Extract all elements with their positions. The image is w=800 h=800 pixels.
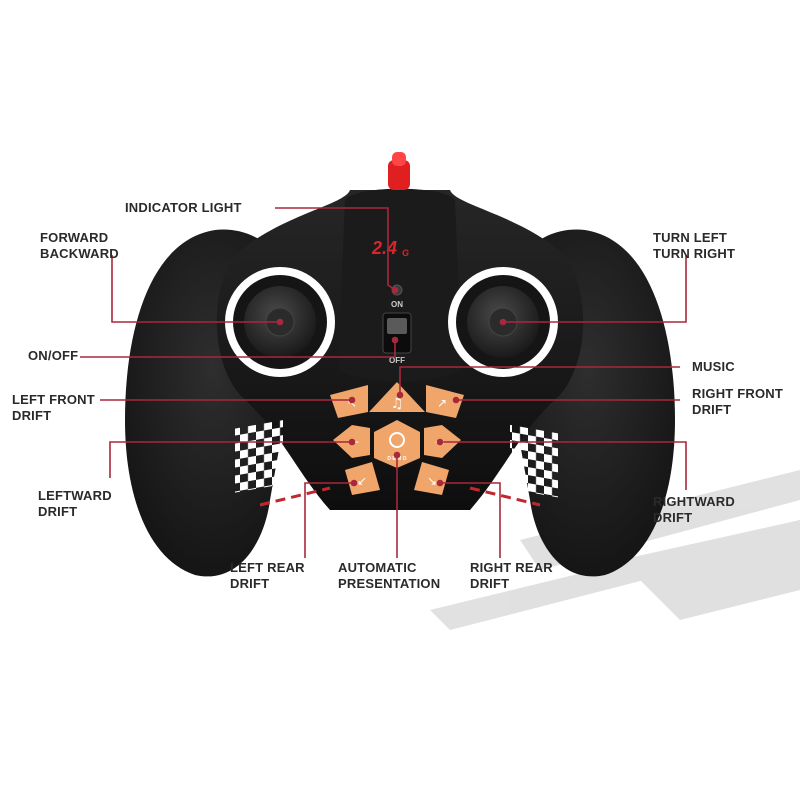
left-rear-drift-button[interactable]: ↙ — [345, 462, 380, 495]
label-leftward-drift: LEFTWARD DRIFT — [38, 488, 112, 519]
leader-right-rear — [440, 482, 501, 558]
leader-turn — [503, 255, 687, 323]
arrow-up-right-icon: ↗ — [437, 396, 447, 410]
music-note-icon: ♫ — [391, 396, 404, 412]
label-forward-backward: FORWARD BACKWARD — [40, 230, 119, 261]
frequency-badge: 2.4 G — [371, 238, 409, 258]
svg-text:OFF: OFF — [389, 356, 405, 365]
label-left-front-drift: LEFT FRONT DRIFT — [12, 392, 95, 423]
right-rear-drift-button[interactable]: ↘ — [414, 462, 449, 495]
leader-lines — [80, 207, 687, 558]
left-joystick[interactable] — [225, 267, 335, 377]
leader-on-off — [80, 340, 396, 358]
power-switch[interactable]: ON OFF — [382, 300, 412, 365]
label-turn-left-right: TURN LEFT TURN RIGHT — [653, 230, 736, 261]
label-on-off: ON/OFF — [28, 348, 79, 363]
button-panel: ↖ ♫ ↗ ← D E M O → ↙ — [330, 382, 464, 495]
antenna — [388, 160, 410, 190]
leader-forward-backward — [111, 255, 280, 323]
leader-rightward — [440, 441, 687, 490]
label-right-rear-drift: RIGHT REAR DRIFT — [470, 560, 553, 591]
label-left-rear-drift: LEFT REAR DRIFT — [230, 560, 305, 591]
label-indicator-light: INDICATOR LIGHT — [125, 200, 242, 215]
leader-indicator-light — [275, 207, 396, 291]
right-front-drift-button[interactable]: ↗ — [426, 385, 464, 418]
music-button[interactable]: ♫ — [369, 382, 425, 412]
leader-leftward — [109, 441, 352, 478]
svg-text:ON: ON — [391, 300, 403, 309]
demo-icon — [389, 432, 405, 448]
checkered-flag-left — [235, 420, 331, 507]
leader-music — [399, 366, 680, 395]
top-tower — [338, 188, 462, 382]
leader-left-rear — [304, 482, 354, 558]
label-music: MUSIC — [692, 359, 735, 374]
svg-text:G: G — [402, 248, 409, 258]
arrow-down-left-icon: ↙ — [357, 474, 367, 488]
checkered-flag-right — [469, 424, 558, 507]
svg-text:2.4: 2.4 — [371, 238, 397, 258]
arrow-down-right-icon: ↘ — [427, 474, 437, 488]
label-automatic-presentation: AUTOMATIC PRESENTATION — [338, 560, 441, 591]
label-rightward-drift: RIGHTWARD DRIFT — [653, 494, 735, 525]
label-right-front-drift: RIGHT FRONT DRIFT — [692, 386, 784, 417]
